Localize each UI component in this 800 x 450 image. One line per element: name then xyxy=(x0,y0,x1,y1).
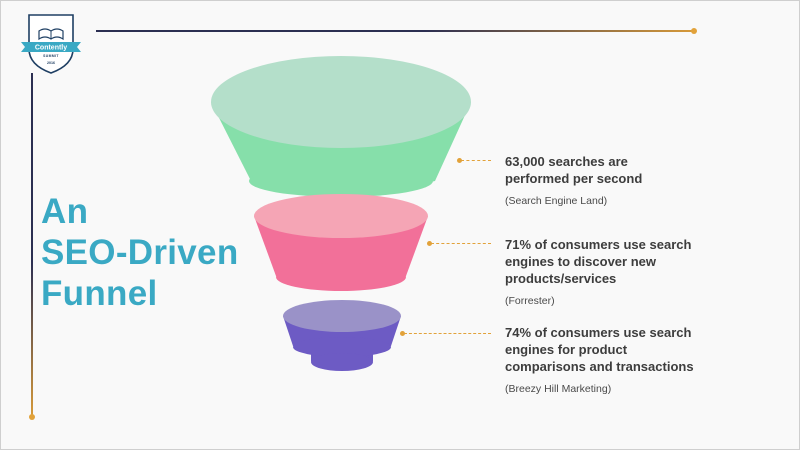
contently-summit-logo: Contently SUMMIT 2016 xyxy=(21,14,81,74)
book-icon xyxy=(38,28,64,41)
side-rule xyxy=(31,73,33,417)
stat-block-3: 74% of consumers use search engines for … xyxy=(505,324,745,398)
title-line-2: SEO-Driven xyxy=(41,233,239,272)
stat-2-line-1: 71% of consumers use search xyxy=(505,237,692,252)
side-rule-dot xyxy=(29,414,35,420)
connector-dot-2 xyxy=(427,241,432,246)
stat-2-source: (Forrester) xyxy=(505,295,555,307)
stat-1-line-2: performed per second xyxy=(505,171,643,186)
page-title: An SEO-Driven Funnel xyxy=(41,191,261,314)
connector-dot-3 xyxy=(400,331,405,336)
top-rule xyxy=(96,30,694,32)
stat-block-1: 63,000 searches are performed per second… xyxy=(505,153,745,210)
stat-2-line-3: products/services xyxy=(505,271,617,286)
funnel-tier-top xyxy=(211,56,471,197)
logo-sub: SUMMIT xyxy=(43,54,59,58)
connector-2 xyxy=(431,243,491,244)
stat-1-line-1: 63,000 searches are xyxy=(505,154,628,169)
stat-1-source: (Search Engine Land) xyxy=(505,195,608,207)
connector-dot-1 xyxy=(457,158,462,163)
connector-3 xyxy=(404,333,491,334)
funnel-tier-middle xyxy=(254,194,428,291)
stat-3-line-3: comparisons and transactions xyxy=(505,359,694,374)
stat-block-2: 71% of consumers use search engines to d… xyxy=(505,236,745,310)
stat-2-line-2: engines to discover new xyxy=(505,254,656,269)
connector-1 xyxy=(461,160,491,161)
top-rule-dot xyxy=(691,28,697,34)
stat-3-line-2: engines for product xyxy=(505,342,628,357)
logo-brand: Contently xyxy=(35,45,67,52)
title-line-3: Funnel xyxy=(41,274,158,313)
stat-3-line-1: 74% of consumers use search xyxy=(505,325,692,340)
title-line-1: An xyxy=(41,192,89,231)
logo-year: 2016 xyxy=(47,61,55,65)
funnel-tier-bottom xyxy=(283,300,401,371)
stat-3-source: (Breezy Hill Marketing) xyxy=(505,383,612,395)
